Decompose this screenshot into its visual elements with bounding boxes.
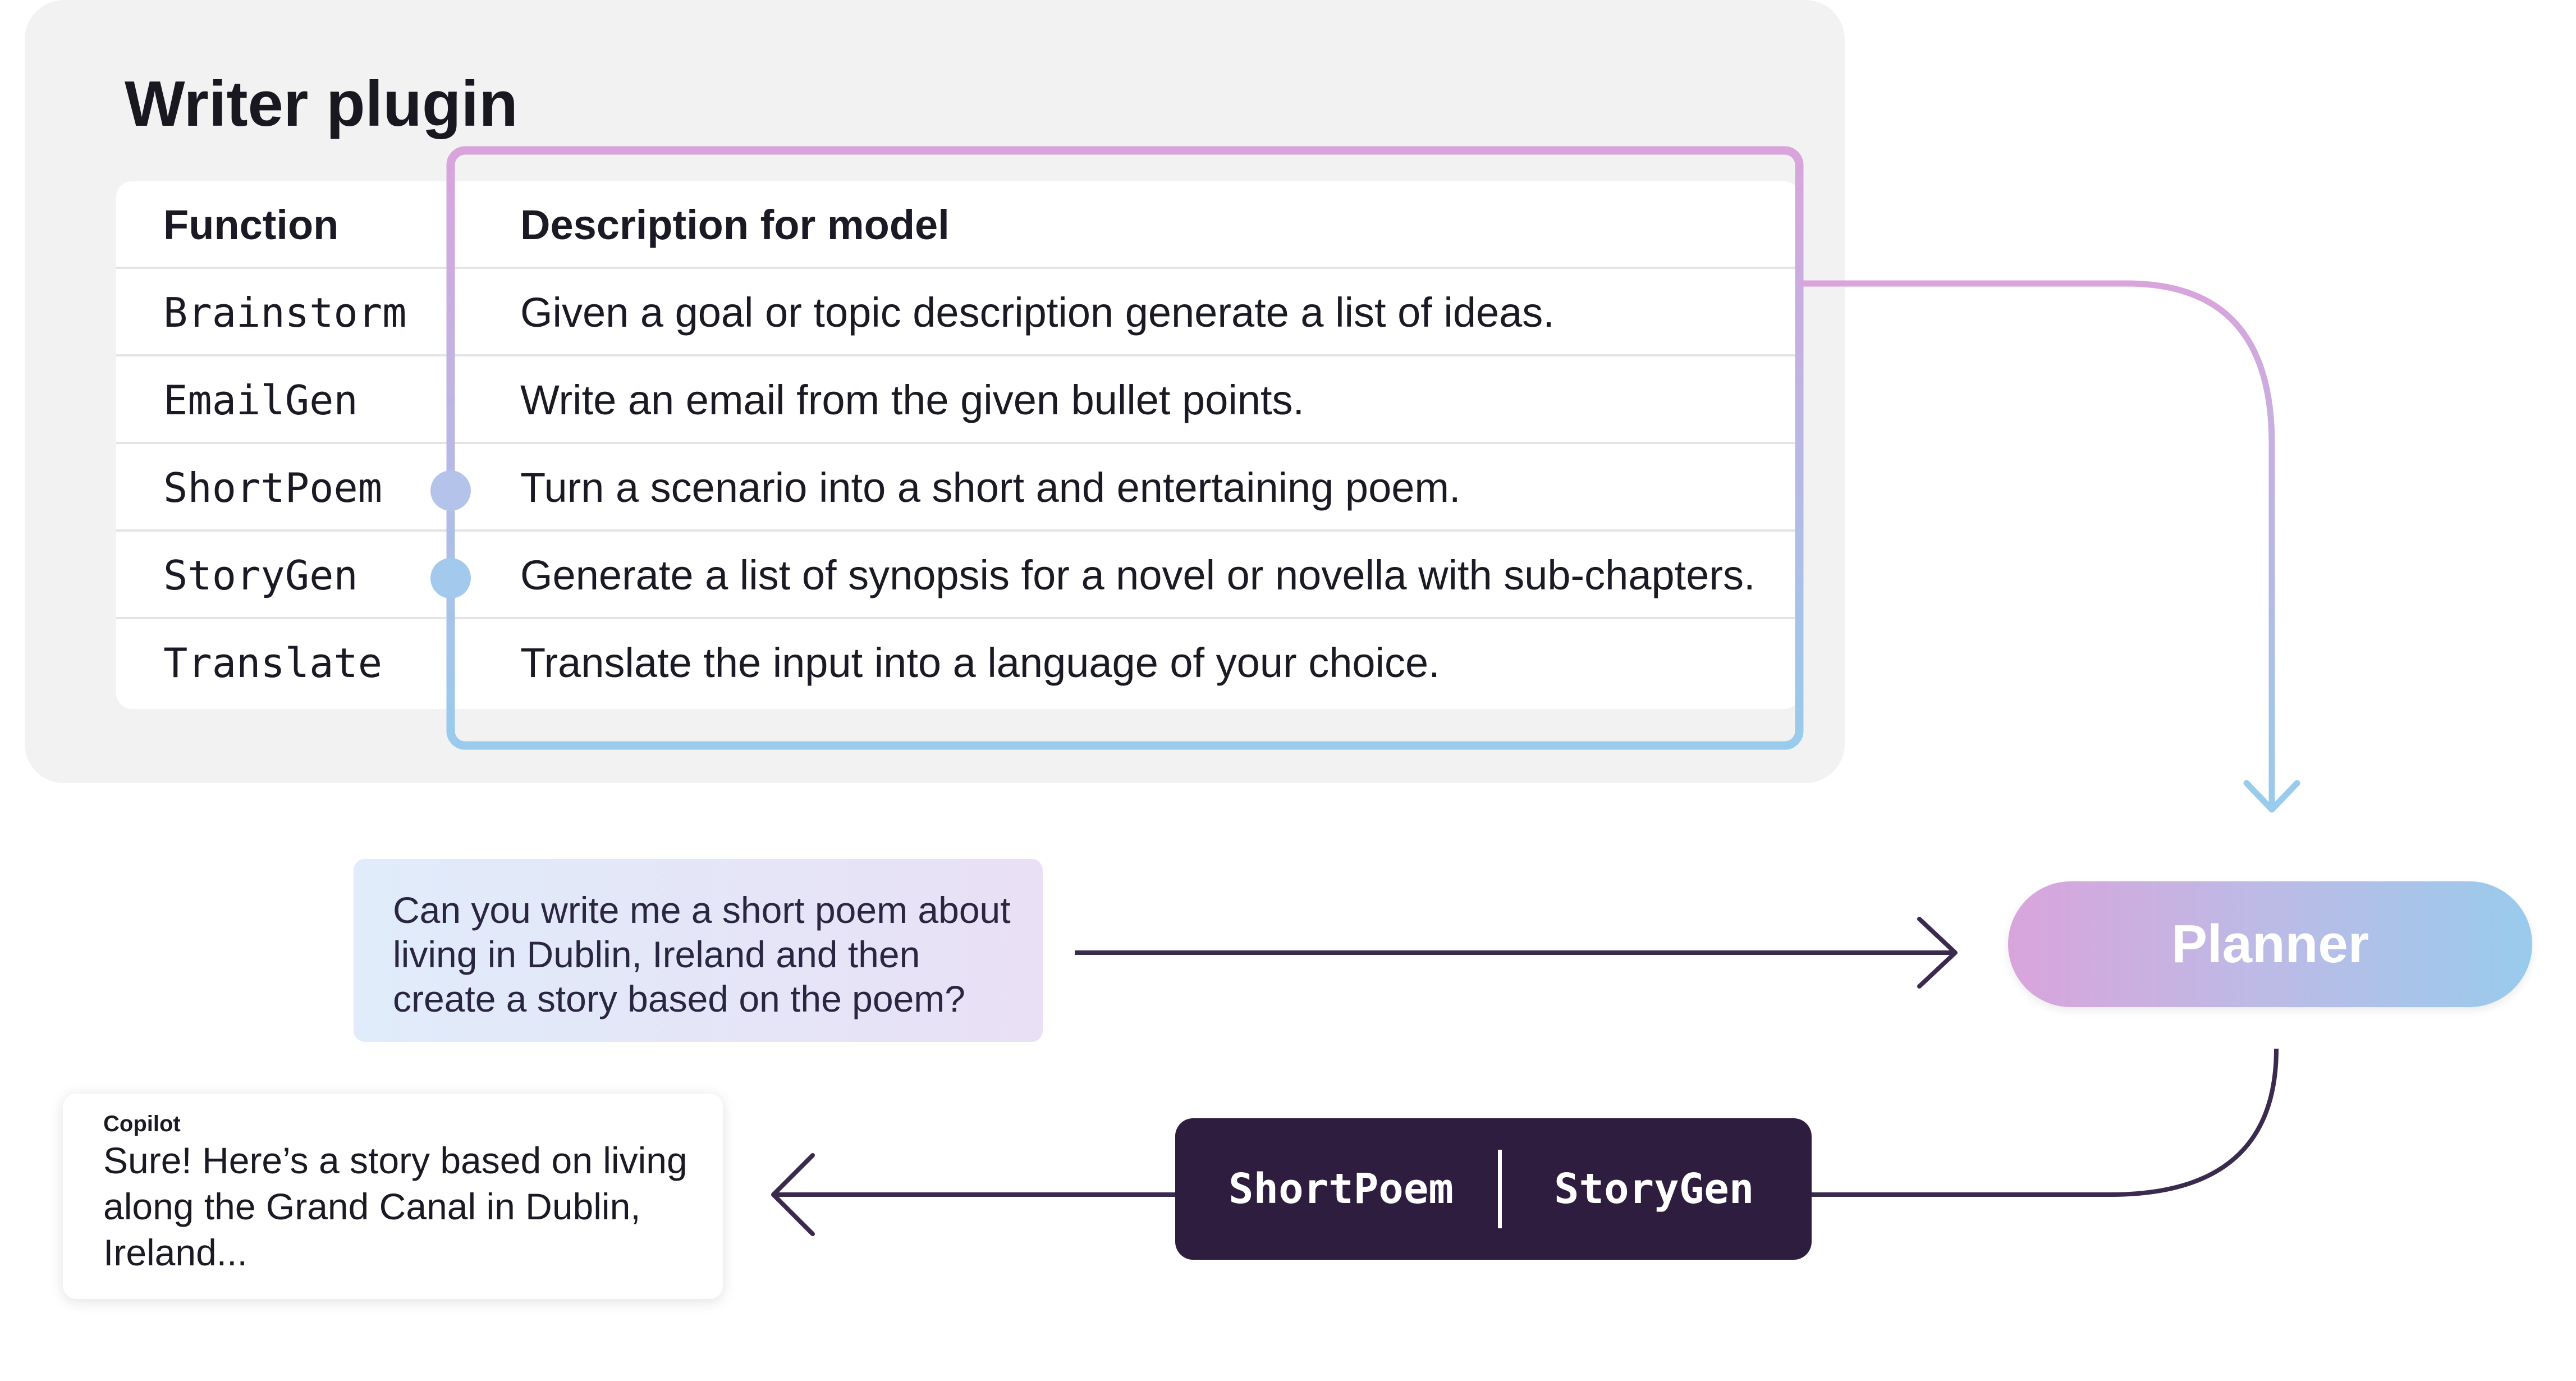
copilot-arrowhead (771, 1153, 815, 1236)
user-prompt-bubble: Can you write me a short poem about livi… (354, 859, 1043, 1042)
response-line: Sure! Here’s a story based on living (103, 1140, 687, 1181)
table-header: Function Description for model (116, 181, 1800, 269)
prompt-line: Can you write me a short poem about (393, 889, 1011, 931)
function-name: StoryGen (163, 552, 358, 599)
table-row: StoryGen Generate a list of synopsis for… (116, 532, 1800, 619)
copilot-response-card: Copilot Sure! Here’s a story based on li… (63, 1094, 723, 1299)
response-line: Ireland... (103, 1232, 247, 1273)
table-row: EmailGen Write an email from the given b… (116, 356, 1800, 444)
plan-step-shortpoem: ShortPoem (1229, 1165, 1454, 1213)
table-row: Brainstorm Given a goal or topic descrip… (116, 269, 1800, 356)
header-function: Function (163, 202, 339, 248)
prompt-arrowhead (1917, 917, 1958, 989)
function-description: Turn a scenario into a short and enterta… (520, 464, 1461, 511)
table-row: Translate Translate the input into a lan… (116, 619, 1800, 707)
plugin-to-planner-arrow (1799, 280, 2275, 808)
function-name: Translate (163, 639, 383, 687)
function-name: ShortPoem (163, 464, 383, 511)
prompt-line: living in Dublin, Ireland and then (393, 934, 920, 975)
function-description: Translate the input into a language of y… (520, 639, 1440, 686)
plugin-to-planner-arrowhead (2243, 780, 2300, 813)
function-description: Given a goal or topic description genera… (520, 289, 1555, 336)
plan-steps-pill: ShortPoem StoryGen (1175, 1118, 1812, 1260)
prompt-line: create a story based on the poem? (393, 978, 965, 1019)
function-description: Write an email from the given bullet poi… (520, 377, 1305, 423)
planner-to-plan-curve (1812, 1048, 2279, 1197)
header-description: Description for model (520, 202, 950, 248)
planner-label: Planner (2171, 914, 2369, 974)
plan-step-divider (1498, 1150, 1502, 1228)
selection-highlight (446, 146, 1804, 750)
function-description: Generate a list of synopsis for a novel … (520, 552, 1755, 598)
copilot-label: Copilot (103, 1112, 181, 1136)
writer-plugin-panel: Writer plugin Function Description for m… (25, 0, 1845, 783)
selection-dot-storygen (430, 558, 471, 598)
selection-dot-shortpoem (430, 470, 471, 511)
function-table: Function Description for model Brainstor… (116, 181, 1800, 709)
function-name: EmailGen (163, 377, 358, 424)
plugin-title: Writer plugin (125, 68, 518, 140)
planner-node: Planner (2008, 881, 2532, 1007)
response-line: along the Grand Canal in Dublin, (103, 1186, 641, 1227)
copilot-response-text: Sure! Here’s a story based on living alo… (103, 1137, 723, 1275)
table-row: ShortPoem Turn a scenario into a short a… (116, 444, 1800, 532)
function-name: Brainstorm (163, 289, 407, 336)
plan-step-storygen: StoryGen (1554, 1165, 1754, 1213)
